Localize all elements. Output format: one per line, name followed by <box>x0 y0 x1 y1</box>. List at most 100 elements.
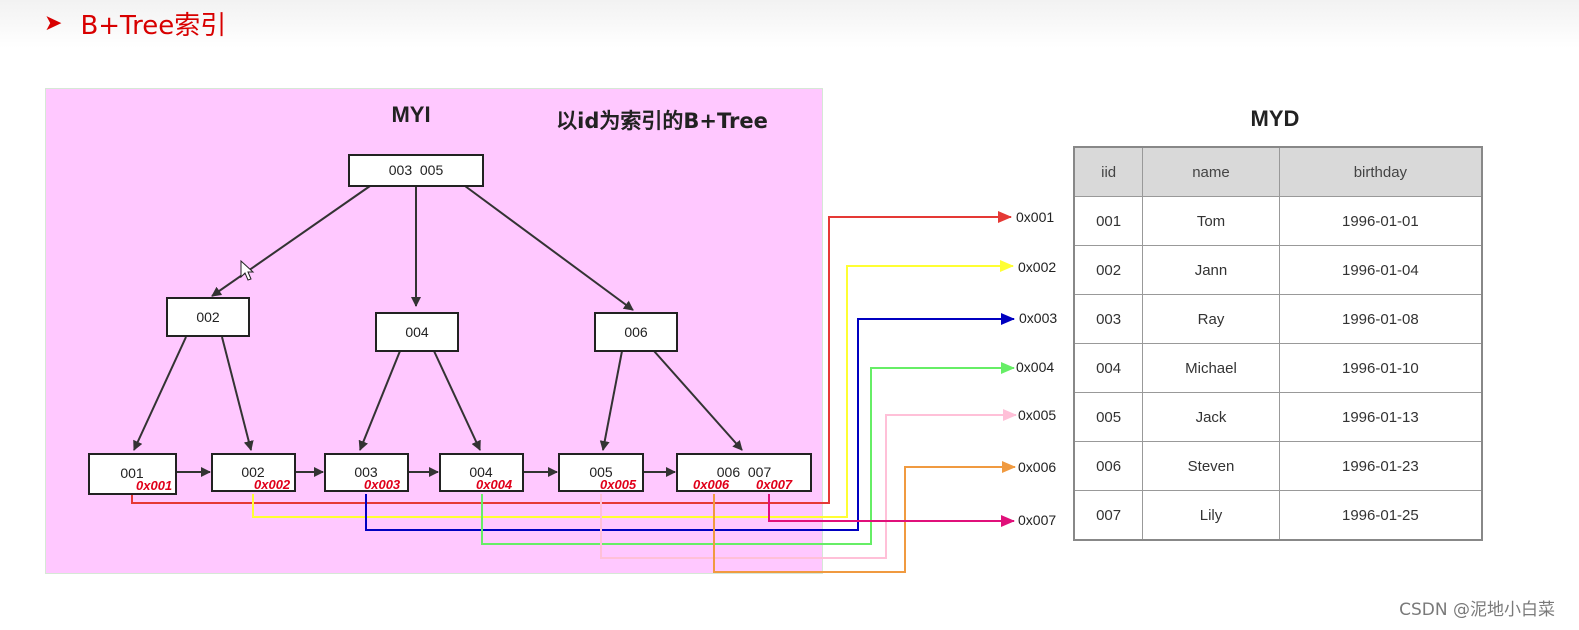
leaf-node-box <box>88 453 177 495</box>
pointer-label-0x002: 0x002 <box>1018 259 1056 275</box>
pointer-line-0x002 <box>252 260 1014 518</box>
table-cell: 1996-01-25 <box>1278 490 1483 541</box>
table-cell: 1996-01-13 <box>1278 392 1483 442</box>
column-header: birthday <box>1278 146 1483 197</box>
table-cell: Ray <box>1142 294 1280 344</box>
leaf-node-keys: 006 007 <box>717 464 772 480</box>
table-cell: Steven <box>1142 441 1280 491</box>
table-cell: Jann <box>1142 245 1280 295</box>
table-cell: 1996-01-08 <box>1278 294 1483 344</box>
pointer-labels: 0x001 0x002 0x003 0x004 0x005 0x006 0x00… <box>1016 209 1057 528</box>
table-row: 001 Tom 1996-01-01 <box>1073 196 1483 246</box>
table-row: 006 Steven 1996-01-23 <box>1073 441 1483 491</box>
leaf-node-004: 004 0x004 <box>439 453 524 492</box>
pointer-line-0x001 <box>131 211 1012 504</box>
leaf-node-keys: 002 <box>241 464 265 480</box>
pointer-line-0x007 <box>768 494 1015 527</box>
leaf-addr: 0x001 <box>136 478 172 493</box>
pointer-lines <box>131 211 1017 573</box>
leaf-addr: 0x006 <box>693 477 730 492</box>
table-cell: 006 <box>1073 441 1144 491</box>
leaf-addr: 0x005 <box>600 477 637 492</box>
edge-006-005 <box>599 350 623 451</box>
edge-004-003 <box>358 350 401 451</box>
table-header-row: iid name birthday <box>1073 146 1483 197</box>
table-row: 002 Jann 1996-01-04 <box>1073 245 1483 295</box>
internal-node-006: 006 <box>594 312 678 352</box>
leaf-node-keys: 004 <box>469 464 493 480</box>
table-cell: 1996-01-23 <box>1278 441 1483 491</box>
table-row: 003 Ray 1996-01-08 <box>1073 294 1483 344</box>
internal-node-004: 004 <box>375 312 459 352</box>
leaf-node-001: 001 0x001 <box>88 453 177 495</box>
table-cell: Jack <box>1142 392 1280 442</box>
bullet-arrow-icon: ➤ <box>44 10 63 36</box>
table-row: 004 Michael 1996-01-10 <box>1073 343 1483 393</box>
table-cell: 1996-01-04 <box>1278 245 1483 295</box>
leaf-node-keys: 003 <box>354 464 378 480</box>
table-cell: Lily <box>1142 490 1280 541</box>
leaf-addr: 0x004 <box>476 477 513 492</box>
leaf-node-keys: 001 <box>120 465 144 481</box>
root-node-keys: 003 005 <box>389 162 444 178</box>
internal-node-box <box>166 297 250 337</box>
internal-node-keys: 002 <box>196 309 220 325</box>
leaf-node-box <box>324 453 409 492</box>
leaf-node-box <box>439 453 524 492</box>
internal-node-002: 002 <box>166 297 250 337</box>
pointer-label-0x005: 0x005 <box>1018 407 1056 423</box>
pointer-label-0x006: 0x006 <box>1018 459 1056 475</box>
table-cell: 001 <box>1073 196 1144 246</box>
myi-caption: 以id为索引的B+Tree <box>556 109 768 133</box>
myd-label: MYD <box>1250 106 1300 131</box>
leaf-addr: 0x003 <box>364 477 401 492</box>
table-cell: 1996-01-10 <box>1278 343 1483 393</box>
column-header: name <box>1142 146 1280 197</box>
leaf-node-box <box>676 453 812 492</box>
internal-node-keys: 006 <box>624 324 648 340</box>
pointer-label-0x001: 0x001 <box>1016 209 1054 225</box>
leaf-addr: 0x007 <box>756 477 793 492</box>
table-cell: 005 <box>1073 392 1144 442</box>
leaf-node-006-007: 006 007 0x006 0x007 <box>676 453 812 492</box>
table-row: 005 Jack 1996-01-13 <box>1073 392 1483 442</box>
leaf-node-005: 005 0x005 <box>558 453 644 492</box>
leaf-node-keys: 005 <box>589 464 613 480</box>
internal-node-keys: 004 <box>405 324 429 340</box>
watermark: CSDN @泥地小白菜 <box>1399 600 1555 620</box>
table-cell: 1996-01-01 <box>1278 196 1483 246</box>
table-cell: Michael <box>1142 343 1280 393</box>
slide-heading: ➤ B+Tree索引 <box>44 6 227 41</box>
leaf-node-box <box>558 453 644 492</box>
leaf-addr: 0x002 <box>254 477 291 492</box>
top-bar <box>0 0 1579 48</box>
edge-002-001 <box>133 336 187 451</box>
tree-edges <box>133 185 743 477</box>
pointer-line-0x005 <box>600 409 1017 559</box>
edge-root-006 <box>464 185 634 311</box>
root-node: 003 005 <box>348 154 484 187</box>
leaf-node-003: 003 0x003 <box>324 453 409 492</box>
edge-root-002 <box>211 185 371 297</box>
slide-title: B+Tree索引 <box>80 10 227 41</box>
edge-002-002 <box>221 336 254 451</box>
pointer-label-0x003: 0x003 <box>1019 310 1057 326</box>
pointer-label-0x004: 0x004 <box>1016 359 1054 375</box>
pointer-line-0x003 <box>365 313 1015 531</box>
table-cell: 003 <box>1073 294 1144 344</box>
edge-006-006 <box>653 350 743 451</box>
table-cell: Tom <box>1142 196 1280 246</box>
pointer-line-0x004 <box>481 362 1015 545</box>
root-node-box <box>348 154 484 187</box>
myi-label: MYI <box>391 102 430 127</box>
internal-node-box <box>594 312 678 352</box>
leaf-node-002: 002 0x002 <box>211 453 296 492</box>
pointer-line-0x006 <box>713 461 1016 573</box>
table-cell: 007 <box>1073 490 1144 541</box>
internal-node-box <box>375 312 459 352</box>
column-header: iid <box>1073 146 1144 197</box>
table-row: 007 Lily 1996-01-25 <box>1073 490 1483 541</box>
mouse-pointer-icon <box>240 259 255 281</box>
table-cell: 002 <box>1073 245 1144 295</box>
